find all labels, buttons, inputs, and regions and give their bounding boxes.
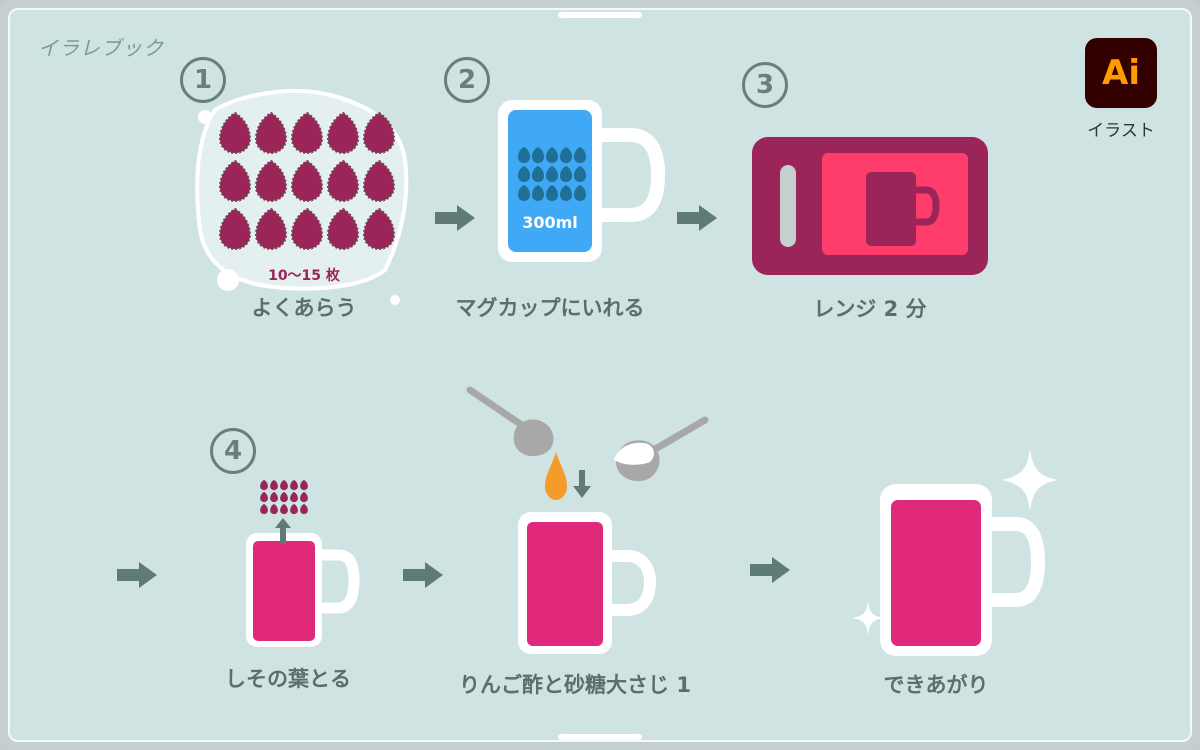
sparkle-icon [852, 600, 884, 636]
step5-add [466, 386, 709, 654]
leaf-icon [260, 479, 268, 491]
illustrator-caption: イラスト [1087, 121, 1155, 141]
step-label-4: しその葉とる [225, 667, 351, 691]
bottom-handle [558, 734, 642, 740]
brand-logo: イラレブック [38, 36, 164, 60]
arrow-right-icon [750, 557, 790, 583]
step-label-5: りんご酢と砂糖大さじ 1 [459, 673, 691, 697]
leaf-icon [280, 491, 288, 503]
leaf-icon [300, 503, 308, 515]
leaf-icon [300, 491, 308, 503]
arrow-right-icon [677, 205, 717, 231]
step-label-1: よくあらう [251, 296, 357, 320]
step3-microwave [752, 137, 988, 275]
step-number-1: 1 [180, 57, 226, 103]
water-volume-text: 300ml [522, 213, 578, 232]
leaf-icon [300, 479, 308, 491]
step-label-6: できあがり [883, 673, 989, 697]
leaf-icon [260, 491, 268, 503]
shiso-leaf-grid [219, 112, 395, 250]
arrow-right-icon [435, 205, 475, 231]
leaf-icon [290, 491, 298, 503]
leaf-icon [270, 479, 278, 491]
arrow-right-icon [403, 562, 443, 588]
leaf-icon [270, 503, 278, 515]
step-number-2: 2 [444, 57, 490, 103]
step4-mug [246, 518, 360, 647]
step-number-4: 4 [210, 428, 256, 474]
step-label-2: マグカップにいれる [455, 296, 645, 320]
top-handle [558, 12, 642, 18]
leaf-count-text: 10～15 枚 [268, 267, 341, 284]
step-number-3: 3 [742, 62, 788, 108]
removed-leaf-grid [260, 479, 308, 515]
step-label-3: レンジ 2 分 [813, 297, 927, 321]
illustrator-icon[interactable]: Ai [1085, 38, 1157, 108]
leaf-icon [280, 479, 288, 491]
mug-leaf-grid [518, 147, 586, 201]
step6-finished [852, 448, 1058, 656]
arrow-right-icon [117, 562, 157, 588]
leaf-icon [290, 479, 298, 491]
leaf-icon [260, 503, 268, 515]
sparkle-icon [1002, 448, 1058, 512]
leaf-icon [290, 503, 298, 515]
leaf-icon [270, 491, 278, 503]
leaf-icon [280, 503, 288, 515]
